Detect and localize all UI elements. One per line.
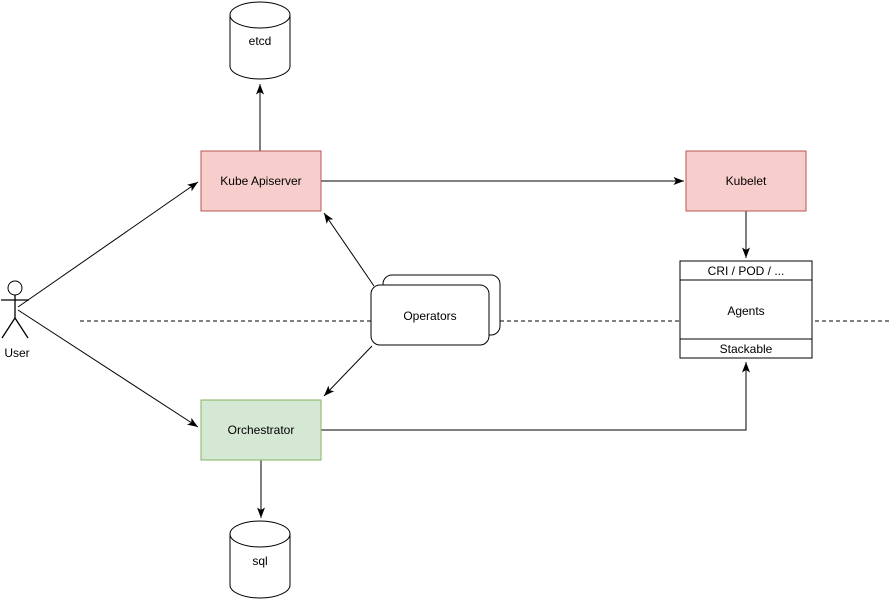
- edge-operators-to-orchestrator: [323, 345, 373, 397]
- sql-cylinder-top: [229, 520, 291, 548]
- sql-label: sql: [252, 554, 267, 568]
- kube-apiserver-label: Kube Apiserver: [220, 174, 301, 188]
- kubelet-box: [685, 150, 807, 212]
- etcd-database-node: etcd: [229, 1, 291, 80]
- cri-pod-agents-node: CRI / POD / ... Agents Stackable: [679, 260, 813, 359]
- actor-head: [7, 280, 23, 296]
- operators-label: Operators: [403, 309, 456, 323]
- edge-operators-to-kube-apiserver: [323, 212, 375, 287]
- kube-apiserver-box: [200, 150, 322, 212]
- user-label: User: [4, 346, 29, 360]
- edge-orchestrator-to-stackable: [321, 362, 750, 431]
- etcd-label: etcd: [249, 34, 272, 48]
- etcd-cylinder-top: [229, 1, 291, 29]
- kube-apiserver-node: Kube Apiserver: [200, 150, 322, 212]
- etcd-cylinder-body: [229, 15, 291, 80]
- user-actor: User: [1, 280, 30, 360]
- actor-legs: [1, 317, 29, 339]
- kubelet-node: Kubelet: [685, 150, 807, 212]
- stackable-label: Stackable: [720, 342, 773, 356]
- kubelet-label: Kubelet: [726, 174, 767, 188]
- operators-node: Operators: [370, 274, 501, 346]
- edge-user-to-kube-apiserver: [17, 181, 199, 308]
- sql-cylinder-body: [229, 534, 291, 599]
- edges: [17, 84, 750, 518]
- edge-user-to-orchestrator: [17, 309, 199, 428]
- agents-label: Agents: [727, 304, 764, 318]
- orchestrator-box: [200, 399, 322, 461]
- orchestrator-label: Orchestrator: [228, 423, 295, 437]
- sql-database-node: sql: [229, 520, 291, 599]
- cri-pod-box: [679, 260, 813, 359]
- cri-pod-header-label: CRI / POD / ...: [708, 264, 785, 278]
- orchestrator-node: Orchestrator: [200, 399, 322, 461]
- operators-front-card: [370, 284, 490, 346]
